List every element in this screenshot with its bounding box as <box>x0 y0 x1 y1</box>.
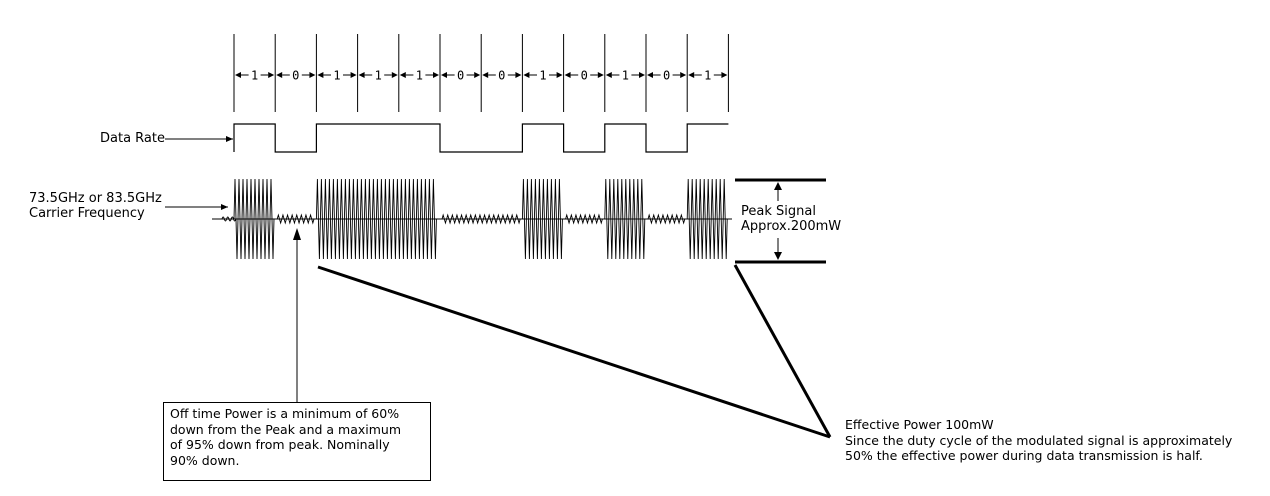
bit-label: 0 <box>457 69 464 83</box>
bit-labels: 1 0 1 1 1 0 0 1 0 1 0 1 <box>251 69 711 83</box>
off-time-pointer <box>293 228 301 402</box>
carrier-label-line1: 73.5GHz or 83.5GHz <box>29 191 162 206</box>
bit-arrow-right <box>474 72 481 78</box>
peak-signal-indicator <box>735 178 826 264</box>
data-rate-waveform <box>233 123 729 153</box>
effective-note-line: Since the duty cycle of the modulated si… <box>845 432 1233 448</box>
data-rate-label: Data Rate <box>100 131 165 146</box>
off-time-note-line: 90% down. <box>170 452 240 468</box>
bit-arrow-left <box>482 72 489 78</box>
bit-arrow-left <box>605 72 612 78</box>
bit-arrow-right <box>515 72 522 78</box>
peak-label-line2: Approx.200mW <box>741 219 842 234</box>
bit-period-arrows <box>235 72 728 78</box>
bit-arrow-right <box>433 72 439 78</box>
effective-note-line: Effective Power 100mW <box>845 417 994 432</box>
bit-arrow-left <box>358 72 365 78</box>
bit-label: 1 <box>416 69 423 83</box>
off-time-power-note: Off time Power is a minimum of 60% down … <box>163 402 431 481</box>
bit-arrow-left <box>399 72 406 78</box>
bit-arrow-right <box>680 72 687 78</box>
bit-arrow-left <box>235 72 241 78</box>
effective-power-note: Effective Power 100mW Since the duty cyc… <box>845 417 1232 464</box>
bit-label: 1 <box>704 69 711 83</box>
carrier-frequency-label: 73.5GHz or 83.5GHz Carrier Frequency <box>29 191 162 221</box>
bit-label: 1 <box>333 69 340 83</box>
bit-arrow-left <box>276 72 283 78</box>
bit-arrow-left <box>317 72 324 78</box>
bit-arrow-left <box>647 72 653 78</box>
bit-label: 1 <box>251 69 258 83</box>
modulated-carrier-signal <box>221 178 729 260</box>
carrier-label-line2: Carrier Frequency <box>29 206 145 221</box>
bit-arrow-right <box>556 72 563 78</box>
bit-arrow-right <box>639 72 645 78</box>
bit-label: 1 <box>622 69 629 83</box>
bit-label: 1 <box>539 69 546 83</box>
effective-power-pointer <box>317 264 832 439</box>
off-time-note-line: Off time Power is a minimum of 60% <box>170 406 400 421</box>
bit-label: 0 <box>498 69 505 83</box>
peak-label-line1: Peak Signal <box>741 204 816 219</box>
bit-arrow-right <box>309 72 316 78</box>
peak-signal-label: Peak Signal Approx.200mW <box>741 204 841 234</box>
bit-arrow-right <box>721 72 728 78</box>
carrier-waveform <box>221 178 729 260</box>
bit-arrow-right <box>391 72 398 78</box>
effective-note-line: 50% the effective power during data tran… <box>845 448 1203 463</box>
bit-arrow-right <box>268 72 275 78</box>
off-time-note-line: down from the Peak and a maximum <box>170 421 402 437</box>
off-time-note-line: of 95% down from peak. Nominally <box>170 437 390 452</box>
bit-label: 1 <box>375 69 382 83</box>
bit-label: 0 <box>292 69 299 83</box>
bit-arrow-left <box>441 72 447 78</box>
bit-arrow-right <box>597 72 604 78</box>
bit-arrow-left <box>564 72 571 78</box>
bit-arrow-left <box>688 72 695 78</box>
bit-arrow-left <box>523 72 530 78</box>
bit-label: 0 <box>663 69 670 83</box>
bit-label: 0 <box>581 69 588 83</box>
bit-boundary-lines <box>233 34 729 112</box>
bit-arrow-right <box>350 72 357 78</box>
